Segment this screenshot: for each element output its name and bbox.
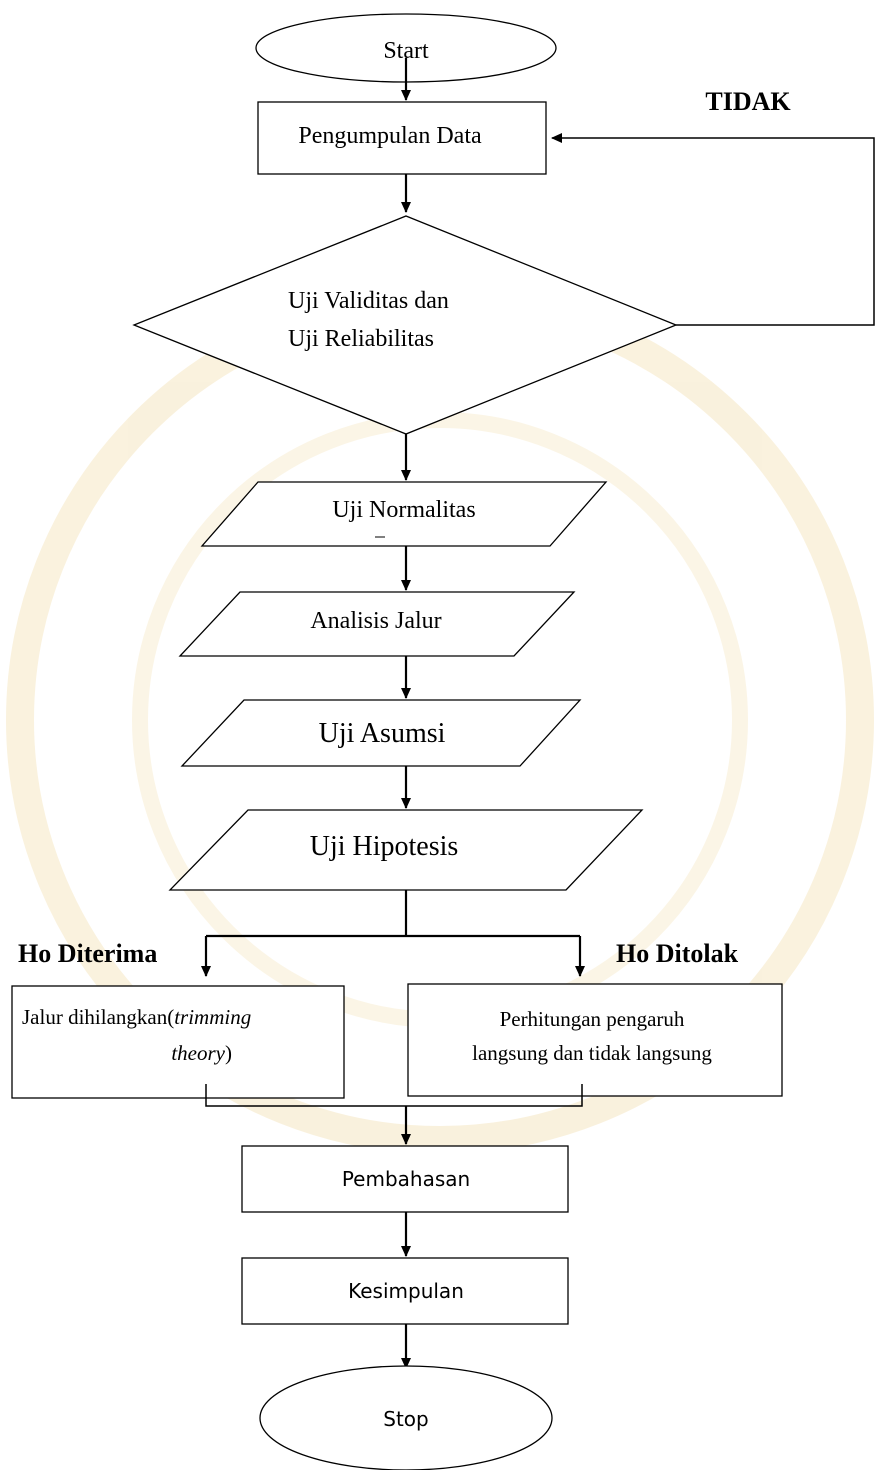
merge-line [205,1084,583,1107]
hipotesis-box [168,809,644,891]
validitas-decision-diamond [132,215,678,435]
asumsi-box [180,699,582,767]
perhitungan-box [407,983,783,1097]
stop-terminal [259,1365,553,1470]
jalur-dihilangkan-line1: Jalur dihilangkan(trimming [22,1005,251,1029]
tidak-feedback-line [551,133,875,326]
analisis-jalur-label: Analisis Jalur [310,608,441,634]
kesimpulan-label: Kesimpulan [348,1279,464,1303]
pembahasan-box [241,1145,569,1213]
perhitungan-line1: Perhitungan pengaruh [500,1007,685,1031]
pembahasan-label: Pembahasan [342,1167,470,1191]
normalitas-label: Uji Normalitas [332,497,475,523]
perhitungan-line2: langsung dan tidak langsung [472,1041,712,1065]
analisis-jalur-box [178,591,576,657]
ho-diterima-label: Ho Diterima [18,939,157,968]
kesimpulan-box [241,1257,569,1325]
pengumpulan-data-box [257,101,547,175]
normalitas-box [200,481,608,547]
tidak-label: TIDAK [705,87,791,116]
stop-label: Stop [383,1407,428,1431]
jalur-dihilangkan-box [11,985,345,1099]
validitas-label-line2: Uji Reliabilitas [288,326,434,352]
validitas-label-line1: Uji Validitas dan [288,288,449,314]
hipotesis-label: Uji Hipotesis [310,831,459,862]
jalur-dihilangkan-line2: theory) [171,1041,232,1065]
asumsi-label: Uji Asumsi [319,718,446,749]
pengumpulan-data-label: Pengumpulan Data [298,123,482,149]
ho-ditolak-label: Ho Ditolak [616,939,739,968]
